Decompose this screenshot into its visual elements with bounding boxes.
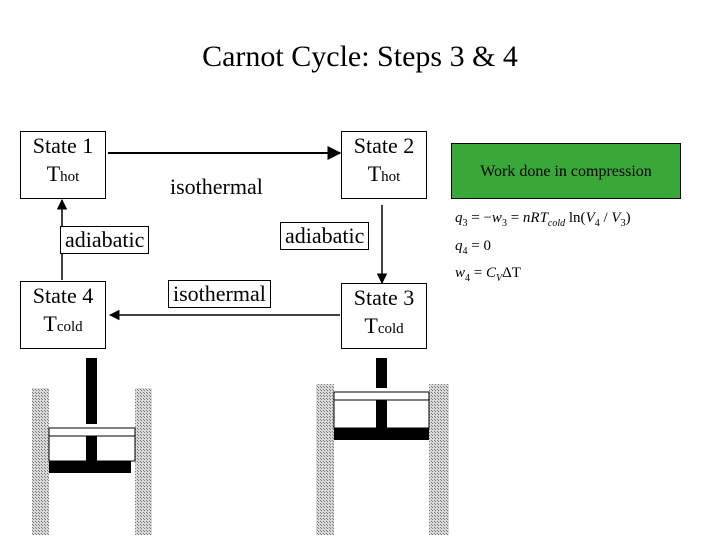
- state-1-temperature: Thot: [46, 161, 80, 186]
- piston-cylinder-left: [32, 358, 152, 535]
- state-2-temperature: Thot: [367, 161, 401, 186]
- state-4-temperature: Tcold: [43, 311, 83, 336]
- state-2-label: State 2: [353, 133, 415, 158]
- work-done-box: Work done in compression: [451, 143, 681, 199]
- process-isothermal-bottom: isothermal: [168, 280, 271, 308]
- process-adiabatic-right: adiabatic: [280, 222, 370, 250]
- state-3-label: State 3: [353, 285, 415, 310]
- equation-w4: w4 = CVΔT: [455, 265, 521, 284]
- process-adiabatic-left: adiabatic: [60, 226, 150, 254]
- process-isothermal-top: isothermal: [170, 174, 263, 199]
- equation-q3: q3 = −w3 = nRTcold ln(V4 / V3): [455, 210, 631, 229]
- equation-q4: q4 = 0: [455, 238, 491, 257]
- piston-cylinder-right: [316, 358, 449, 535]
- state-3-box: State 3 Tcold: [341, 283, 427, 349]
- state-1-label: State 1: [32, 133, 94, 158]
- state-1-box: State 1 Thot: [20, 131, 106, 199]
- page-title: Carnot Cycle: Steps 3 & 4: [202, 40, 518, 73]
- state-3-temperature: Tcold: [364, 313, 404, 338]
- state-4-label: State 4: [32, 283, 94, 308]
- state-4-box: State 4 Tcold: [20, 281, 106, 349]
- state-2-box: State 2 Thot: [341, 131, 427, 199]
